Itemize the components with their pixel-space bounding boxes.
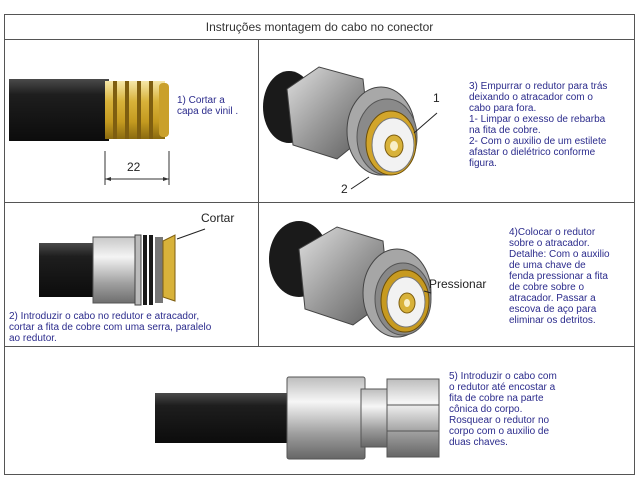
step1-dimension-label: 22 — [127, 160, 141, 174]
step3-text-line: 2- Com o auxilio de um estilete — [469, 136, 607, 147]
step4-text-line: eliminar os detritos. — [509, 315, 596, 326]
cable-jacket — [9, 79, 109, 141]
step2-text: 2) Introduzir o cabo no redutor e atraca… — [9, 311, 211, 344]
step4-text-line: sobre o atracador. — [509, 238, 590, 249]
step1-text: 1) Cortar a capa de vinil . — [177, 95, 238, 117]
step5-text-line: duas chaves. — [449, 437, 508, 448]
step5-text-line: cônica do corpo. — [449, 404, 523, 415]
step5-text: 5) Introduzir o cabo com o redutor até e… — [449, 371, 557, 448]
step2-cable-figure — [39, 228, 206, 306]
step5-assembly-figure — [155, 376, 440, 460]
step3-callout-2: 2 — [341, 182, 348, 196]
step3-text-line: figura. — [469, 158, 497, 169]
step4-text: 4)Colocar o redutor sobre o atracador. D… — [509, 227, 610, 326]
step3-text-line: deixando o atracador com o — [469, 92, 593, 103]
step4-connector-figure — [269, 221, 432, 338]
step3-text-line: na fita de cobre. — [469, 125, 541, 136]
step4-text-line: fenda pressionar a fita — [509, 271, 608, 282]
step3-text-line: 3) Empurrar o redutor para trás — [469, 81, 608, 92]
step3-text-line: cabo para fora. — [469, 103, 537, 114]
step1-text-line: capa de vinil . — [177, 106, 239, 117]
step1-text-line: 1) Cortar a — [177, 95, 225, 106]
step5-text-line: 5) Introduzir o cabo com — [449, 371, 557, 382]
step2-text-line: cortar a fita de cobre com uma serra, pa… — [9, 322, 212, 333]
step3-text-line: 1- Limpar o exesso de rebarba — [469, 114, 606, 125]
step4-text-line: de uma chave de — [509, 260, 586, 271]
step2-cut-label: Cortar — [201, 211, 235, 225]
step3-text-line: afastar o dielétrico conforme — [469, 147, 596, 158]
step4-text-line: de cobre sobre o — [509, 282, 585, 293]
corrugated-copper — [105, 81, 169, 139]
step5-text-line: corpo com o auxilio de — [449, 426, 550, 437]
step5-text-line: fita de cobre na parte — [449, 393, 544, 404]
step3-callout-1: 1 — [433, 91, 440, 105]
step2-text-line: 2) Introduzir o cabo no redutor e atraca… — [9, 311, 200, 322]
step2-text-line: ao redutor. — [9, 333, 57, 344]
row-divider-2 — [5, 346, 634, 347]
row-divider-1 — [5, 202, 634, 203]
step4-text-line: Detalhe: Com o auxilio — [509, 249, 610, 260]
step4-press-label: Pressionar — [429, 277, 487, 291]
column-divider-1 — [258, 39, 259, 202]
step4-text-line: escova de aço para — [509, 304, 597, 315]
step1-cable-figure — [9, 79, 170, 185]
step5-text-line: Rosquear o redutor no — [449, 415, 550, 426]
step3-text: 3) Empurrar o redutor para trás deixando… — [469, 81, 607, 169]
instruction-sheet: Instruções montagem do cabo no conector — [4, 14, 635, 475]
column-divider-2 — [258, 203, 259, 346]
sheet-title: Instruções montagem do cabo no conector — [5, 15, 634, 40]
step4-text-line: atracador. Passar a — [509, 293, 596, 304]
step3-connector-figure — [263, 66, 438, 190]
step5-text-line: o redutor até encostar a — [449, 382, 556, 393]
step4-text-line: 4)Colocar o redutor — [509, 227, 596, 238]
